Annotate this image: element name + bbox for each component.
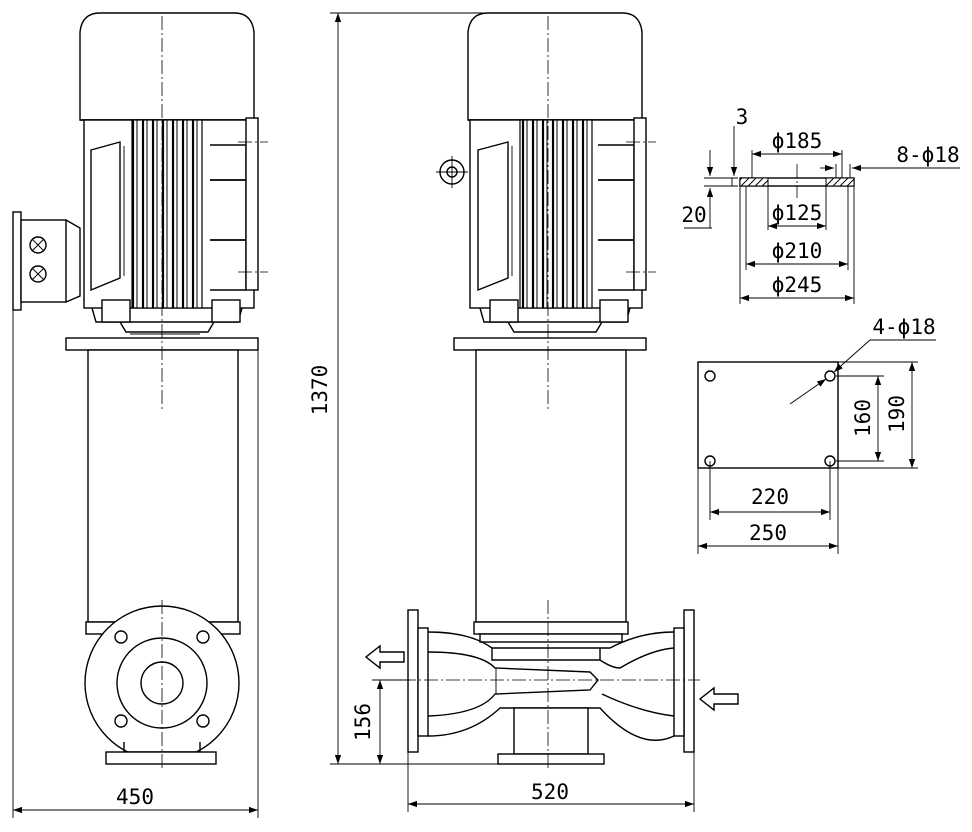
bolt-holes-base-label: 4-ϕ18 <box>872 315 935 339</box>
side-pump-casing <box>407 609 695 765</box>
overall-height-label: 1370 <box>308 365 332 416</box>
side-motor-fins <box>519 119 593 309</box>
side-pump-barrel <box>475 349 627 623</box>
side-motor-cover <box>467 12 643 121</box>
base-220-label: 220 <box>751 485 789 509</box>
front-motor-fins <box>131 119 203 309</box>
d210-label: ϕ210 <box>772 239 823 263</box>
flange-detail: 3 20 ϕ185 8-ϕ18 ϕ125 ϕ210 ϕ245 <box>681 105 960 304</box>
front-motor-cover <box>79 12 255 121</box>
base-190-label: 190 <box>885 395 909 433</box>
d125-label: ϕ125 <box>772 201 823 225</box>
lifting-eye <box>436 156 468 188</box>
d185-label: ϕ185 <box>772 129 823 153</box>
dim-overall-height: 1370 <box>308 12 500 765</box>
side-width-label: 520 <box>531 780 569 804</box>
side-view <box>364 12 739 770</box>
inlet-arrow <box>698 686 739 712</box>
flange-20-label: 20 <box>681 203 706 227</box>
d245-label: ϕ245 <box>772 273 823 297</box>
base-plate-detail: 4-ϕ18 160 190 220 250 <box>697 315 936 554</box>
front-view <box>12 12 268 770</box>
outlet-arrow <box>364 644 405 670</box>
dim-front-width: 450 <box>12 310 259 818</box>
inlet-height-label: 156 <box>351 703 375 741</box>
front-width-label: 450 <box>116 785 154 809</box>
base-160-label: 160 <box>851 399 875 437</box>
side-adapter-flange <box>453 337 647 351</box>
dim-inlet-height: 156 <box>351 679 410 764</box>
base-250-label: 250 <box>749 521 787 545</box>
front-pump-barrel <box>87 349 239 623</box>
dim-side-width: 520 <box>407 752 695 812</box>
bolt-holes-flange-label: 8-ϕ18 <box>896 143 959 167</box>
flange-3-label: 3 <box>736 105 749 129</box>
terminal-box <box>12 211 81 311</box>
